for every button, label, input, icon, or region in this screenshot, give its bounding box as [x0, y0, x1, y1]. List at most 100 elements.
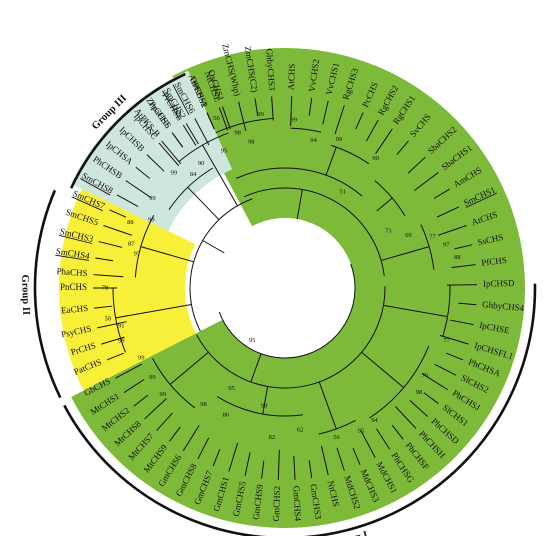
branch-tip: [396, 140, 409, 156]
branch-tip: [438, 225, 467, 236]
branch-tip: [125, 180, 151, 198]
tree-hub: [215, 218, 355, 358]
branch-tip: [158, 142, 180, 167]
bootstrap-value: 94: [310, 137, 317, 144]
branch-tip: [271, 96, 274, 121]
bootstrap-value: 51: [339, 188, 346, 195]
bootstrap-value: 99: [336, 136, 343, 143]
branch-tip: [97, 321, 127, 329]
bootstrap-value: 99: [291, 117, 298, 124]
branch-stem: [115, 304, 192, 319]
leaf-label: PfCHS: [481, 255, 508, 268]
group-arc: [69, 72, 186, 189]
bootstrap-value: 99: [148, 216, 155, 223]
branch-tip: [409, 400, 429, 417]
branch-arc: [235, 167, 363, 197]
group1-background: [71, 48, 525, 529]
bootstrap-value: 99: [171, 169, 178, 176]
branch-tip: [212, 449, 221, 467]
group-arc: [63, 283, 537, 536]
bootstrap-value: 95: [221, 147, 228, 154]
bootstrap-value: 88: [127, 219, 134, 226]
branch-tip: [449, 319, 474, 326]
leaf-label: AtCHS: [286, 63, 297, 90]
branch-tip: [336, 447, 345, 471]
branch-stem: [361, 351, 405, 389]
bootstrap-value: 99: [257, 111, 264, 118]
bootstrap-value: 60: [405, 232, 412, 239]
branch-tip: [182, 425, 200, 452]
branch-stem: [262, 386, 269, 415]
bootstrap-value: 56: [333, 434, 340, 441]
group-label: Group II: [19, 274, 31, 315]
branch-arc: [196, 286, 386, 389]
branch-tip: [322, 100, 329, 125]
branch-tip: [109, 209, 127, 218]
branch-stem: [325, 146, 337, 176]
branch-tip: [261, 460, 265, 479]
branch-stem: [318, 381, 337, 430]
bootstrap-value: 99: [149, 374, 156, 381]
bootstrap-value: 99: [118, 338, 125, 345]
branch-stem: [376, 197, 393, 212]
branch-tip: [161, 140, 182, 165]
bootstrap-value: 95: [358, 428, 365, 435]
group-arc: [33, 189, 62, 399]
branch-arc: [318, 420, 356, 435]
branch-tip: [454, 244, 473, 250]
branch-tip: [293, 455, 296, 480]
group2-background: [58, 188, 196, 391]
bootstrap-value: 95: [228, 385, 235, 392]
branch-tip: [228, 442, 239, 472]
branch-stem: [202, 144, 238, 206]
leaf-label: GmCHS2: [271, 486, 282, 522]
bootstrap-value: 98: [248, 138, 255, 145]
tree-branches: [93, 96, 477, 480]
bootstrap-value: 99: [149, 195, 156, 202]
branch-tip: [407, 156, 426, 174]
branch-stem: [187, 186, 220, 221]
leaf-label: VvCHS2: [307, 58, 321, 92]
branch-stem: [380, 246, 430, 261]
branch-tip: [423, 392, 439, 404]
branch-arc: [152, 358, 196, 409]
branch-tip: [422, 373, 449, 391]
bootstrap-value: 98: [234, 130, 241, 137]
branch-arc: [290, 127, 322, 133]
branch-stem: [202, 240, 225, 254]
leaf-label: GhbyCHS3: [264, 48, 277, 91]
branch-tip: [194, 118, 210, 146]
bootstrap-value: 77: [443, 337, 450, 344]
branch-tip: [222, 106, 231, 130]
branch-arc: [189, 198, 253, 332]
branch-tip: [320, 445, 329, 476]
branch-tip: [93, 274, 124, 278]
branch-tip: [355, 112, 364, 130]
branch-arc: [168, 167, 214, 210]
branch-tip: [133, 394, 149, 407]
branch-arc: [134, 215, 155, 278]
bootstrap-value: 97: [443, 241, 450, 248]
leaf-label: GmCHS3: [309, 483, 324, 520]
branch-tip: [254, 98, 259, 117]
leaf-label: GmCHS9: [251, 483, 265, 520]
leaf-label: PnCHS: [60, 282, 87, 292]
branch-tip: [437, 206, 460, 218]
branch-tip: [395, 406, 417, 429]
leaf-label: PhaCHS: [56, 266, 88, 278]
branch-tip: [197, 437, 210, 460]
branch-arc: [216, 396, 303, 417]
branch-tip: [238, 101, 247, 131]
bootstrap-value: 91: [118, 322, 125, 329]
bootstrap-value: 62: [297, 427, 304, 434]
branch-tip: [95, 257, 114, 262]
branch-tip: [414, 172, 439, 191]
bootstrap-value: 50: [213, 115, 220, 122]
branch-stem: [296, 189, 303, 220]
bootstrap-value: 87: [128, 240, 135, 247]
branch-tip: [218, 107, 229, 131]
branch-tip: [156, 412, 173, 432]
branch-tip: [93, 305, 113, 309]
